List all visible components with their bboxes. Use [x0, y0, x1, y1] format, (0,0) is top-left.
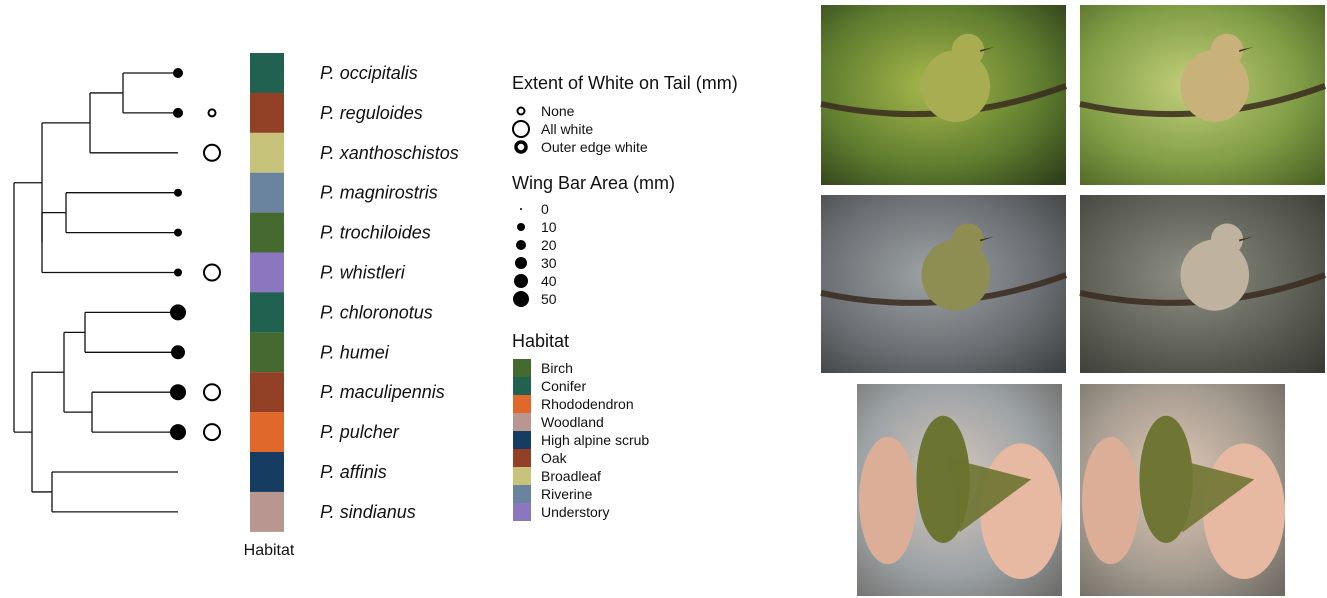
legend-wing-label: 20 — [541, 237, 557, 253]
legend-tail-title: Extent of White on Tail (mm) — [512, 73, 738, 93]
legend-wing-symbol — [517, 223, 525, 231]
habitat-tile — [250, 372, 284, 412]
legend-wing-symbol — [515, 257, 527, 269]
legend-wing-label: 50 — [541, 291, 557, 307]
species-label: P. chloronotus — [320, 302, 433, 322]
species-label: P. pulcher — [320, 422, 400, 442]
habitat-tile — [250, 253, 284, 293]
habitat-tile — [250, 213, 284, 253]
wing-bar-dot — [170, 384, 186, 400]
species-label: P. reguloides — [320, 103, 423, 123]
habitat-column-label: Habitat — [244, 542, 295, 559]
legend-tail-symbol — [513, 121, 529, 137]
legend-habitat-swatch — [513, 395, 531, 413]
wing-bar-dot — [170, 424, 186, 440]
legend-tail-label: Outer edge white — [541, 139, 648, 155]
legend-tail-white: Extent of White on Tail (mm) NoneAll whi… — [512, 73, 738, 155]
species-label: P. humei — [320, 342, 390, 362]
legend-tail-label: All white — [541, 121, 593, 137]
wing-bar-dot — [173, 68, 183, 78]
species-label: P. affinis — [320, 462, 387, 482]
legend-habitat-label: High alpine scrub — [541, 432, 649, 448]
legend-tail-symbol — [518, 108, 525, 115]
tail-white-circle — [204, 384, 220, 400]
photo-warbler-perched-3 — [821, 195, 1066, 373]
species-label: P. maculipennis — [320, 382, 445, 402]
legend-habitat-swatch — [513, 359, 531, 377]
tail-white-circles — [204, 109, 220, 440]
habitat-column — [250, 53, 284, 532]
legend-habitat-swatch — [513, 377, 531, 395]
legend-habitat-swatch — [513, 485, 531, 503]
legend-wing-label: 40 — [541, 273, 557, 289]
wing-bar-dot — [174, 189, 182, 197]
legend-habitat-label: Woodland — [541, 414, 604, 430]
legend-wing-symbol — [514, 274, 528, 288]
legend-wing-bar: Wing Bar Area (mm) 0 10 20 30 40 50 — [512, 173, 675, 307]
photo-warbler-in-hand-1 — [857, 384, 1062, 596]
photo-warbler-perched-2 — [1080, 5, 1325, 185]
photo-warbler-in-hand-2 — [1080, 384, 1285, 596]
legend-habitat-swatch — [513, 413, 531, 431]
tail-white-circle — [204, 424, 220, 440]
legend-wing-symbol — [520, 208, 522, 210]
legend-habitat-swatch — [513, 431, 531, 449]
species-label: P. sindianus — [320, 502, 416, 522]
photo-warbler-perched-1 — [821, 5, 1066, 185]
habitat-tile — [250, 133, 284, 173]
habitat-tile — [250, 53, 284, 93]
legend-habitat-swatch — [513, 449, 531, 467]
habitat-tile — [250, 173, 284, 213]
legend-wing-label: 0 — [541, 201, 549, 217]
legend-wing-label: 10 — [541, 219, 557, 235]
tail-white-circle — [209, 109, 216, 116]
legend-habitat: Habitat BirchConiferRhododendronWoodland… — [512, 331, 649, 521]
habitat-tile — [250, 292, 284, 332]
habitat-tile — [250, 412, 284, 452]
habitat-tile — [250, 452, 284, 492]
wing-bar-dot — [174, 269, 182, 277]
legend-habitat-swatch — [513, 467, 531, 485]
species-label: P. occipitalis — [320, 63, 418, 83]
legend-wing-symbol — [513, 291, 529, 307]
phylogenetic-tree — [14, 73, 178, 512]
wing-bar-dot — [170, 304, 186, 320]
photo-warbler-perched-4 — [1080, 195, 1325, 373]
wing-bar-dot — [171, 345, 185, 359]
legend-habitat-label: Oak — [541, 450, 568, 466]
legend-habitat-swatch — [513, 503, 531, 521]
habitat-tile — [250, 492, 284, 532]
photo-grid — [821, 5, 1325, 596]
wing-bar-dot — [174, 229, 182, 237]
wing-bar-dot — [173, 108, 183, 118]
legend-wing-title: Wing Bar Area (mm) — [512, 173, 675, 193]
tail-white-circle — [204, 265, 220, 281]
legend-habitat-title: Habitat — [512, 331, 569, 351]
legend-tail-symbol — [516, 142, 526, 152]
legend-wing-symbol — [516, 240, 526, 250]
legend-habitat-label: Rhododendron — [541, 396, 634, 412]
species-label: P. magnirostris — [320, 183, 438, 203]
legend-wing-label: 30 — [541, 255, 557, 271]
tail-white-circle — [204, 145, 220, 161]
habitat-tile — [250, 332, 284, 372]
legend-habitat-label: Understory — [541, 504, 609, 520]
legend-tail-label: None — [541, 103, 575, 119]
species-labels: P. occipitalis P. reguloides P. xanthoschi… — [320, 63, 459, 522]
legend-habitat-label: Conifer — [541, 378, 586, 394]
species-label: P. trochiloides — [320, 223, 431, 243]
legend-habitat-label: Broadleaf — [541, 468, 601, 484]
legend-habitat-label: Riverine — [541, 486, 593, 502]
species-label: P. whistleri — [320, 263, 406, 283]
wing-bar-dots — [170, 68, 186, 440]
legend-habitat-label: Birch — [541, 360, 573, 376]
habitat-tile — [250, 93, 284, 133]
species-label: P. xanthoschistos — [320, 143, 459, 163]
